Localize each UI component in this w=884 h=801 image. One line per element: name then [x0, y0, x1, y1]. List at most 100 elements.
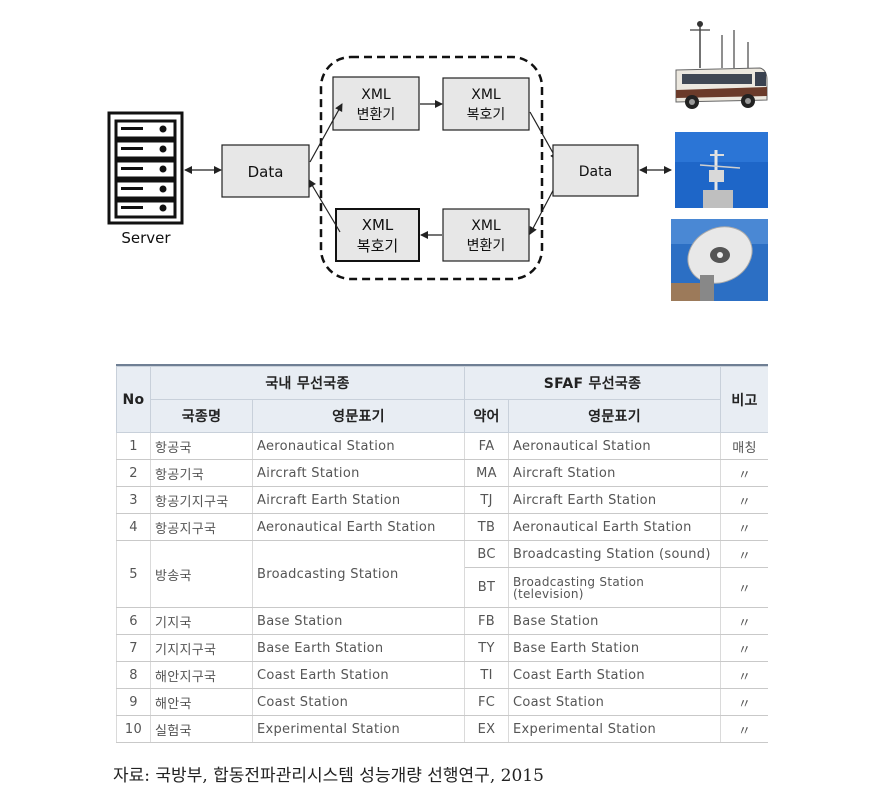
xml-decoder-top-box: XML 복호기 — [442, 77, 530, 131]
header-no: No — [116, 366, 151, 433]
cell-no: 10 — [116, 715, 151, 743]
table-row: 2 항공기국 Aircraft Station MA Aircraft Stat… — [116, 459, 768, 487]
table-row: 7 기지지구국 Base Earth Station TY Base Earth… — [116, 634, 768, 662]
xml-converter-bottom-box: XML 변환기 — [442, 208, 530, 262]
table-row: 10 실험국 Experimental Station EX Experimen… — [116, 715, 768, 743]
cell-sfaf-line1: Broadcasting Station — [513, 574, 645, 589]
table-row: 9 해안국 Coast Station FC Coast Station 〃 — [116, 688, 768, 716]
cell-english: Coast Earth Station — [251, 661, 466, 689]
header-sfaf: SFAF 무선국종 — [464, 366, 722, 400]
server-label: Server — [121, 229, 171, 247]
table-subheader-row: 국종명 영문표기 약어 영문표기 — [117, 399, 769, 433]
cell-remark: 〃 — [720, 540, 768, 568]
xml-decoder-bottom-line1: XML — [362, 216, 394, 234]
cell-name: 항공지구국 — [150, 513, 253, 541]
cell-name: 기지지구국 — [150, 634, 253, 662]
cell-remark: 〃 — [720, 715, 768, 743]
cell-no: 9 — [116, 688, 151, 716]
right-data-box: Data — [552, 144, 639, 197]
xml-converter-top-line2: 변환기 — [357, 107, 396, 123]
cell-no: 2 — [116, 459, 151, 487]
cell-remark: 〃 — [720, 513, 768, 541]
cell-sfaf: Aircraft Earth Station — [508, 486, 722, 514]
cell-name: 항공국 — [150, 432, 253, 460]
cell-english: Aircraft Earth Station — [251, 486, 466, 514]
cell-remark: 〃 — [720, 486, 768, 514]
xml-decoder-bottom-line2: 복호기 — [357, 237, 398, 255]
cell-abbr: BC — [464, 540, 510, 568]
cell-sfaf: Aircraft Station — [508, 459, 722, 487]
header-remark: 비고 — [720, 366, 768, 433]
table-top-rule — [116, 364, 768, 367]
cell-name: 기지국 — [150, 607, 253, 635]
cell-abbr: TB — [464, 513, 510, 541]
satellite-dish-image — [671, 219, 768, 301]
xml-converter-top-box: XML 변환기 — [332, 76, 420, 131]
table-header-row: No 국내 무선국종 SFAF 무선국종 비고 — [116, 366, 768, 433]
cell-abbr: TY — [464, 634, 510, 662]
station-type-table: No 국내 무선국종 SFAF 무선국종 비고 국종명 영문표기 약어 영문표기… — [116, 366, 768, 743]
table-row: 6 기지국 Base Station FB Base Station 〃 — [116, 607, 768, 635]
cell-no: 1 — [116, 432, 151, 460]
cell-abbr: FC — [464, 688, 510, 716]
cell-sfaf: Coast Station — [508, 688, 722, 716]
fixed-monitoring-station-image — [675, 132, 768, 208]
table-row: 5 방송국 Broadcasting Station BC Broadcasti… — [116, 540, 768, 608]
cell-english: Base Station — [251, 607, 466, 635]
cell-english: Aircraft Station — [251, 459, 466, 487]
cell-abbr: MA — [464, 459, 510, 487]
xml-decoder-top-line1: XML — [471, 87, 501, 103]
cell-remark: 〃 — [720, 688, 768, 716]
cell-abbr: BT — [464, 567, 510, 608]
table-row: 3 항공기지구국 Aircraft Earth Station TJ Aircr… — [116, 486, 768, 514]
cell-sfaf-line2: (television) — [513, 586, 584, 601]
cell-sfaf: Experimental Station — [508, 715, 722, 743]
cell-abbr: FA — [464, 432, 510, 460]
table-row: 4 항공지구국 Aeronautical Earth Station TB Ae… — [116, 513, 768, 541]
cell-english: Aeronautical Earth Station — [251, 513, 466, 541]
cell-name: 해안지구국 — [150, 661, 253, 689]
cell-abbr: FB — [464, 607, 510, 635]
xml-converter-bottom-line1: XML — [471, 218, 501, 234]
header-station-name: 국종명 — [150, 399, 253, 433]
xml-processing-frame — [319, 55, 544, 281]
cell-remark: 〃 — [720, 567, 768, 608]
cell-sfaf: Coast Earth Station — [508, 661, 722, 689]
cell-name: 해안국 — [150, 688, 253, 716]
cell-remark: 〃 — [720, 607, 768, 635]
cell-no: 4 — [116, 513, 151, 541]
cell-sfaf: Broadcasting Station (sound) — [508, 540, 722, 568]
header-sfaf-english-name: 영문표기 — [508, 399, 722, 433]
cell-name: 방송국 — [150, 540, 253, 608]
table-row: 1 항공국 Aeronautical Station FA Aeronautic… — [116, 432, 768, 460]
cell-english: Experimental Station — [251, 715, 466, 743]
left-data-label: Data — [248, 163, 284, 181]
station-type-table-container: No 국내 무선국종 SFAF 무선국종 비고 국종명 영문표기 약어 영문표기… — [116, 366, 768, 748]
cell-sfaf: Aeronautical Earth Station — [508, 513, 722, 541]
cell-no: 5 — [116, 540, 151, 608]
header-abbreviation: 약어 — [464, 399, 510, 433]
cell-abbr: EX — [464, 715, 510, 743]
cell-sfaf: Aeronautical Station — [508, 432, 722, 460]
cell-remark: 〃 — [720, 634, 768, 662]
left-data-box: Data — [221, 144, 310, 198]
xml-decoder-bottom-box: XML 복호기 — [335, 208, 420, 262]
cell-english: Broadcasting Station — [251, 540, 466, 608]
cell-name: 실험국 — [150, 715, 253, 743]
cell-english: Aeronautical Station — [251, 432, 466, 460]
cell-abbr: TJ — [464, 486, 510, 514]
xml-decoder-top-line2: 복호기 — [467, 107, 506, 123]
cell-no: 3 — [116, 486, 151, 514]
right-data-label: Data — [579, 164, 612, 180]
cell-name: 항공기지구국 — [150, 486, 253, 514]
header-domestic: 국내 무선국종 — [149, 366, 466, 400]
cell-abbr: TI — [464, 661, 510, 689]
cell-sfaf: Base Station — [508, 607, 722, 635]
cell-english: Coast Station — [251, 688, 466, 716]
table-row: 8 해안지구국 Coast Earth Station TI Coast Ear… — [116, 661, 768, 689]
cell-remark: 〃 — [720, 459, 768, 487]
arrow-decoder-to-left-data — [308, 179, 341, 233]
header-english-name: 영문표기 — [251, 399, 466, 433]
table-row: BT Broadcasting Station (television) 〃 — [117, 567, 768, 608]
source-note: 자료: 국방부, 합동전파관리시스템 성능개량 선행연구, 2015 — [113, 766, 544, 786]
